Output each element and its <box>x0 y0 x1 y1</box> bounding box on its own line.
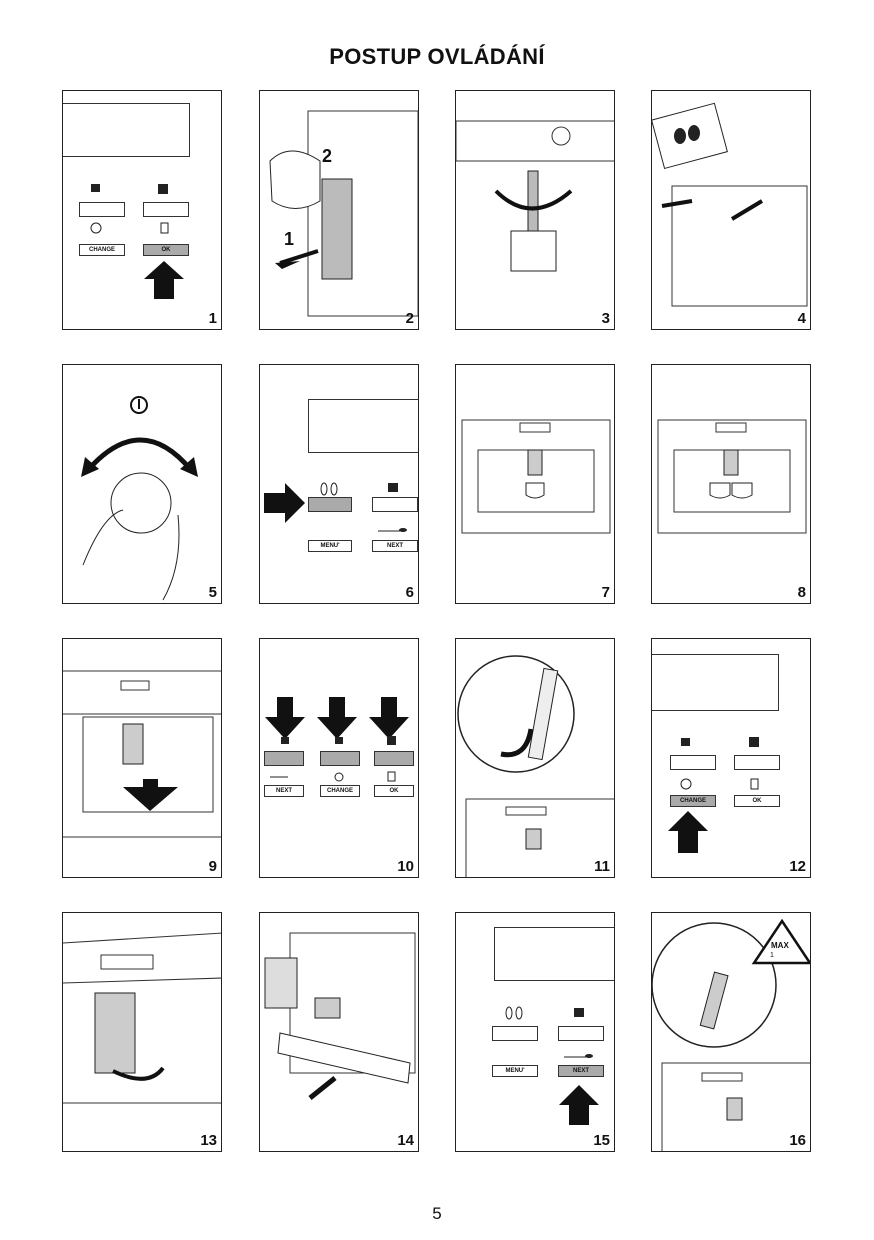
panel-number: 16 <box>789 1132 806 1149</box>
panel-number: 4 <box>797 310 806 327</box>
step-label: 2 <box>322 146 333 166</box>
button-box <box>320 751 360 766</box>
panel-number: 8 <box>797 584 806 601</box>
page-number: 5 <box>432 1204 442 1223</box>
panel-number: 1 <box>208 310 217 327</box>
panel-number: 6 <box>405 584 414 601</box>
panel-number: 10 <box>397 858 414 875</box>
button-box <box>372 497 418 512</box>
panel-15: MENU' NEXT 15 <box>455 912 615 1152</box>
panel-2: 1 2 2 <box>259 90 419 330</box>
display <box>652 654 779 711</box>
panel-number: 3 <box>601 310 610 327</box>
arrow-up-icon <box>668 811 708 853</box>
page-title: POSTUP OVLÁDÁNÍ <box>329 44 545 69</box>
ok-button: OK <box>143 244 189 256</box>
panel-number: 5 <box>208 584 217 601</box>
display <box>308 399 418 453</box>
ground-coffee-illustration <box>652 918 810 1151</box>
arrow-up-icon <box>559 1085 599 1125</box>
panel-5: 5 <box>62 364 222 604</box>
panel-16: MAX 1 16 <box>651 912 811 1152</box>
panel-4: 4 <box>651 90 811 330</box>
ok-button: OK <box>374 785 414 797</box>
ok-button: OK <box>734 795 780 807</box>
panel-13: 13 <box>62 912 222 1152</box>
warning-icon <box>751 918 810 965</box>
panel-14: 14 <box>259 912 419 1152</box>
icons <box>264 482 407 532</box>
panel-number: 12 <box>789 858 806 875</box>
panel-7: 7 <box>455 364 615 604</box>
panel-9: 9 <box>62 638 222 878</box>
panel-number: 14 <box>397 1132 414 1149</box>
button-box <box>558 1026 604 1041</box>
brewing-unit-illustration <box>457 655 614 877</box>
next-button: NEXT <box>558 1065 604 1077</box>
tray-removal-illustration <box>264 932 416 1100</box>
menu-button: MENU' <box>308 540 352 552</box>
button-box <box>492 1026 538 1041</box>
arrows-and-icons <box>265 697 409 782</box>
button-box <box>734 755 780 770</box>
bean-container-illustration <box>652 102 808 307</box>
cup-icons <box>90 184 184 299</box>
button-box <box>264 751 304 766</box>
drip-tray-illustration <box>63 932 221 1104</box>
panel-11: 11 <box>455 638 615 878</box>
button-box <box>670 755 716 770</box>
panel-3: 3 <box>455 90 615 330</box>
water-tank-illustration <box>269 110 418 317</box>
button-box <box>374 751 414 766</box>
display <box>494 927 614 981</box>
change-button: CHANGE <box>670 795 716 807</box>
panel-number: 11 <box>594 858 610 875</box>
step-label: 1 <box>284 229 295 249</box>
next-button: NEXT <box>264 785 304 797</box>
button-box <box>79 202 125 217</box>
display <box>63 103 190 157</box>
knob-illustration <box>81 396 198 601</box>
two-cups-illustration <box>657 419 807 534</box>
next-button: NEXT <box>372 540 418 552</box>
arrow-right-icon <box>264 483 305 523</box>
panel-10: NEXT CHANGE OK 10 <box>259 638 419 878</box>
button-box <box>143 202 189 217</box>
panel-number: 7 <box>601 584 610 601</box>
panel-number: 15 <box>593 1132 610 1149</box>
change-button: CHANGE <box>79 244 125 256</box>
button-box <box>308 497 352 512</box>
panel-6: MENU' NEXT 6 <box>259 364 419 604</box>
arrow-down-icon <box>123 779 178 811</box>
menu-button: MENU' <box>492 1065 538 1077</box>
change-button: CHANGE <box>320 785 360 797</box>
panel-8: 8 <box>651 364 811 604</box>
warning-label: MAX <box>771 941 789 950</box>
panel-number: 9 <box>208 858 217 875</box>
icons <box>668 737 759 853</box>
single-cup-illustration <box>461 419 611 534</box>
panel-number: 2 <box>405 310 414 327</box>
panel-1: CHANGE OK 1 <box>62 90 222 330</box>
steam-nozzle-illustration <box>456 120 614 272</box>
power-icon <box>130 396 148 414</box>
arrow-up-icon <box>144 261 184 299</box>
dispenser-illustration <box>63 670 221 838</box>
panel-number: 13 <box>200 1132 217 1149</box>
icons <box>505 1006 599 1125</box>
panel-12: CHANGE OK 12 <box>651 638 811 878</box>
warning-sub: 1 <box>770 952 774 959</box>
